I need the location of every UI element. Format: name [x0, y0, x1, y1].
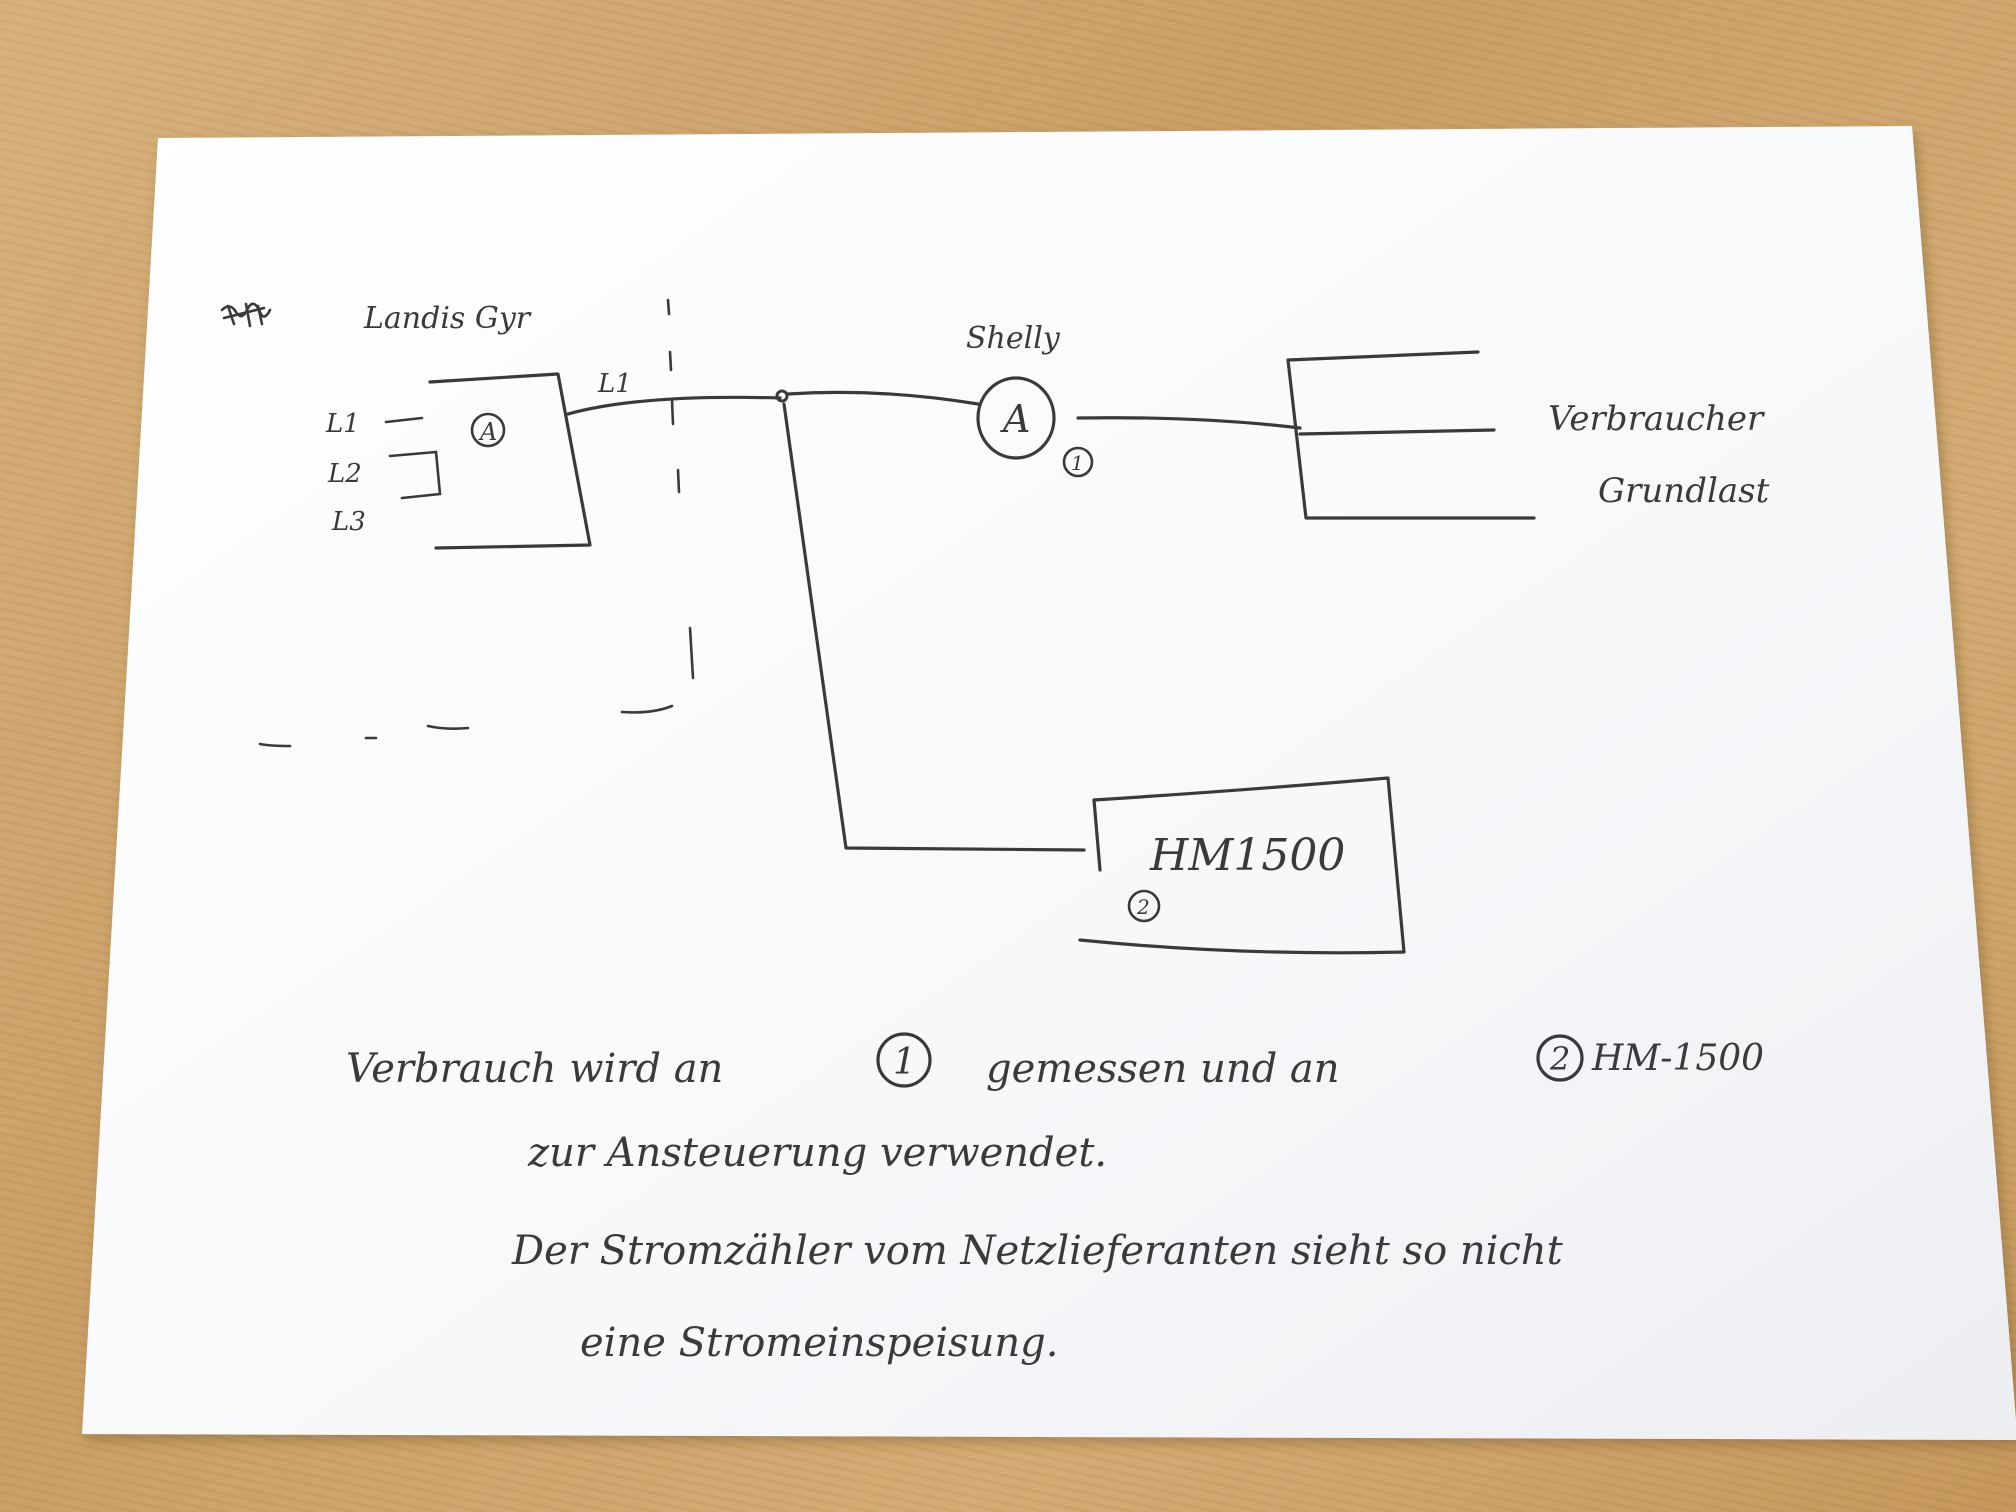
consumer-baseload: Verbraucher Grundlast: [1286, 350, 1770, 520]
note-line2: zur Ansteuerung verwendet.: [527, 1130, 1107, 1176]
notes: Verbrauch wird an 1 gemessen und an 2 HM…: [346, 1032, 1764, 1366]
phase-wire-l2: [388, 450, 442, 500]
note-line1-marker2: 2: [1549, 1040, 1570, 1078]
note-marker2-circle: [1536, 1034, 1584, 1082]
paper: [82, 126, 2016, 1440]
consumer-middle-line: [1298, 428, 1496, 436]
wiring: [566, 389, 1302, 852]
meter-label: Landis Gyr: [363, 301, 532, 336]
consumer-bracket: [1286, 350, 1536, 520]
meter-box: [428, 372, 592, 550]
wire-meter-to-junction: [566, 395, 782, 416]
shelly-symbol: A: [1000, 397, 1030, 441]
meter-ammeter-icon: [470, 412, 506, 448]
wire-junction-to-shelly: [786, 390, 980, 406]
inverter-box: [1078, 776, 1406, 955]
meter-symbol: A: [478, 418, 497, 446]
note-line1-part2: gemessen und an: [986, 1046, 1340, 1092]
landis-gyr-meter: Landis Gyr A L1 L2 L3 L1: [325, 301, 632, 550]
shelly-ammeter-icon: [976, 376, 1056, 460]
marker-1-circle: [1062, 446, 1094, 478]
junction-dot: [775, 389, 789, 403]
scribble-mark: [220, 302, 272, 328]
note-line1-marker1: 1: [893, 1042, 916, 1083]
note-line1-part1: Verbrauch wird an: [346, 1046, 723, 1092]
boundary-dashed-line: [258, 298, 695, 748]
note-line1-part3: HM-1500: [1591, 1038, 1764, 1079]
phase-wire-l1: [384, 416, 424, 424]
inverter-label: HM1500: [1149, 830, 1345, 881]
wire-shelly-to-consumer: [1076, 416, 1302, 430]
phase-label-l3: L3: [331, 507, 366, 537]
consumer-line2: Grundlast: [1598, 471, 1770, 511]
marker-2-circle: [1127, 889, 1161, 923]
note-marker1-circle: [876, 1032, 932, 1088]
consumer-line1: Verbraucher: [1548, 399, 1765, 439]
note-line3: Der Stromzähler vom Netzlieferanten sieh…: [511, 1228, 1564, 1274]
phase-label-l2: L2: [327, 459, 362, 489]
shelly-marker: 1: [1071, 451, 1084, 475]
inverter-hm1500: HM1500 2: [1078, 776, 1406, 955]
note-line4: eine Stromeinspeisung.: [580, 1320, 1058, 1366]
phase-label-l1: L1: [325, 409, 360, 439]
inverter-marker: 2: [1136, 895, 1150, 919]
meter-output-label: L1: [597, 369, 632, 399]
wire-junction-to-inverter: [782, 402, 1086, 852]
shelly-meter: Shelly A 1: [966, 321, 1094, 478]
shelly-label: Shelly: [966, 321, 1061, 356]
